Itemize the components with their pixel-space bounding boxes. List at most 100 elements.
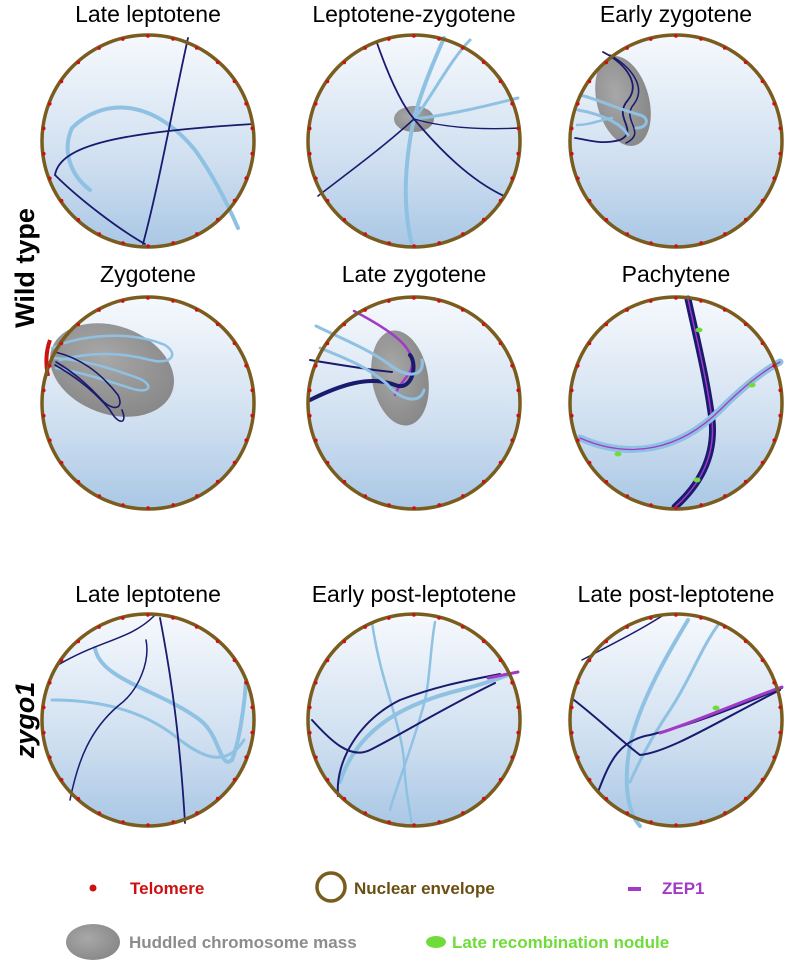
telomere-dot <box>387 820 391 824</box>
telomere-dot <box>325 198 330 203</box>
telomere-dot <box>760 79 765 84</box>
telomere-dot <box>461 232 465 236</box>
panel-title-zygo1-late-post-leptotene: Late post-leptotene <box>578 581 775 607</box>
legend-label-zep1: ZEP1 <box>662 879 705 898</box>
telomere-dot <box>121 820 125 824</box>
telomere-dot <box>604 217 609 222</box>
telomere-dot <box>59 777 64 782</box>
telomere-dot <box>743 60 748 65</box>
telomere-dot <box>437 820 442 824</box>
telomere-dot <box>570 413 574 418</box>
telomere-dot <box>244 680 248 685</box>
telomere-dot <box>778 705 782 710</box>
nucleus-wt-zygotene <box>40 295 256 511</box>
telomere-dot <box>649 241 653 245</box>
telomere-dot <box>171 37 175 41</box>
telomere-dot <box>437 503 442 507</box>
telomere-dot <box>363 232 368 236</box>
telomere-dot <box>587 341 592 346</box>
telomere-dot <box>460 625 465 629</box>
panel-title-wt-leptotene-zygotene: Leptotene-zygotene <box>312 1 515 27</box>
telomere-dot <box>215 60 220 65</box>
telomere-dot <box>314 438 318 443</box>
telomere-dot <box>244 101 248 106</box>
telomere-dot <box>772 755 776 759</box>
telomere-dot <box>625 494 630 498</box>
telomere-dot <box>460 46 465 50</box>
telomere-dot <box>699 241 703 245</box>
telomere-dot <box>412 296 416 300</box>
telomere-dot <box>59 79 64 84</box>
telomere-dot <box>587 460 592 465</box>
telomere-dot <box>576 681 580 685</box>
telomere-dot <box>59 341 64 346</box>
telomere-dot <box>481 639 486 644</box>
telomere-dot <box>308 388 312 393</box>
telomere-dot <box>42 126 46 131</box>
telomere-dot <box>146 613 150 617</box>
telomere-dot <box>723 494 727 498</box>
telomere-dot <box>570 730 574 735</box>
legend-label-recombination-nodule: Late recombination nodule <box>452 933 669 952</box>
telomere-dot <box>244 438 248 443</box>
telomere-dot <box>48 102 52 106</box>
telomere-dot <box>649 37 653 41</box>
telomere-dot <box>723 232 727 236</box>
telomere-dot <box>778 413 782 418</box>
telomere-dot <box>314 176 318 181</box>
telomere-dot <box>576 755 580 760</box>
telomere-dot <box>244 176 248 180</box>
telomere-dot <box>314 755 318 760</box>
telomere-dot <box>516 151 520 156</box>
telomere-dot <box>314 364 318 368</box>
panel-title-wt-late-leptotene: Late leptotene <box>75 1 221 27</box>
telomere-dot <box>308 151 312 156</box>
telomere-dot <box>308 705 312 710</box>
telomere-dot <box>76 639 81 644</box>
telomere-dot <box>250 413 254 418</box>
telomere-dot <box>121 241 125 245</box>
recombination-nodule <box>712 705 720 711</box>
telomere-dot <box>625 625 629 629</box>
nucleus-wt-early-zygotene <box>568 33 784 249</box>
telomere-dot <box>649 820 653 824</box>
panel-title-wt-zygotene: Zygotene <box>100 261 196 287</box>
panel-title-zygo1-late-leptotene: Late leptotene <box>75 581 221 607</box>
telomere-dot <box>699 37 703 41</box>
telomere-dot <box>760 198 765 203</box>
telomere-dot <box>48 755 52 760</box>
panel-title-wt-pachytene: Pachytene <box>622 261 731 287</box>
telomere-dot <box>587 79 592 84</box>
telomere-dot <box>232 460 237 465</box>
telomere-dot <box>723 811 727 815</box>
telomere-dot <box>59 460 64 465</box>
telomere-dot <box>314 102 318 106</box>
telomere-dot <box>387 37 391 41</box>
telomere-dot <box>510 755 514 759</box>
telomere-dot <box>649 503 653 507</box>
telomere-dot <box>699 616 703 620</box>
telomere-dot <box>576 438 580 443</box>
telomere-dot <box>510 363 514 368</box>
telomere-dot <box>570 151 574 156</box>
telomere-dot <box>625 308 629 312</box>
telomere-dot <box>146 296 150 300</box>
telomere-dot <box>314 681 318 685</box>
telomere-dot <box>461 811 465 815</box>
telomere-dot <box>674 613 678 617</box>
telomere-dot <box>516 388 520 393</box>
telomere-dot <box>412 613 416 617</box>
telomere-dot <box>722 308 727 312</box>
telomere-dot <box>42 388 46 393</box>
telomere-dot <box>570 388 574 393</box>
telomere-dot <box>244 755 248 759</box>
row-label-zygo1: zygo1 <box>10 682 40 760</box>
telomere-dot <box>625 811 630 815</box>
telomere-dot <box>232 658 237 663</box>
telomere-dot <box>325 777 330 782</box>
telomere-dot <box>76 796 81 801</box>
nucleus-wt-late-zygotene <box>306 295 522 511</box>
telomere-dot <box>325 79 330 84</box>
telomere-dot <box>342 217 347 222</box>
